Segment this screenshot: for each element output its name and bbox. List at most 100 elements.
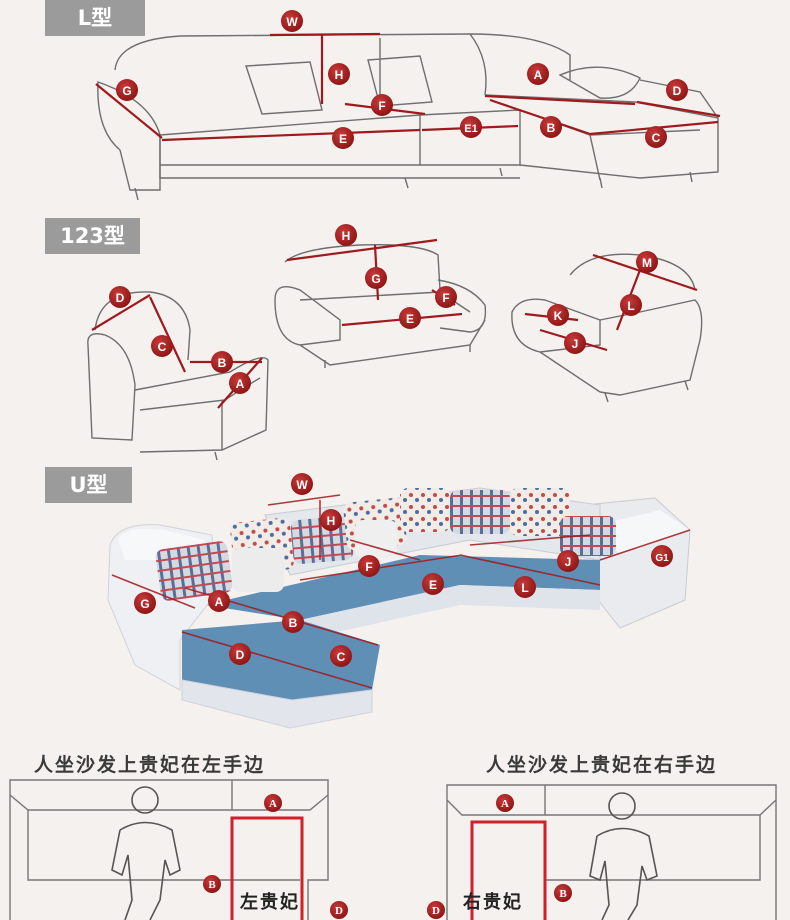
- right-chaise-markers: A B D: [427, 794, 572, 919]
- l-type-measure-lines: [95, 32, 721, 142]
- marker: B: [540, 116, 562, 138]
- svg-text:H: H: [335, 68, 344, 82]
- svg-text:B: B: [547, 121, 556, 135]
- three-seat-markers: H G F E: [335, 224, 457, 329]
- left-chaise-outline: [230, 816, 304, 920]
- marker: B: [211, 351, 233, 373]
- two-seat-sofa-sketch: [511, 253, 703, 403]
- marker: B: [282, 611, 304, 633]
- svg-text:G: G: [371, 272, 380, 286]
- section-tag-123: 123型: [45, 218, 140, 254]
- marker: D: [229, 643, 251, 665]
- svg-text:G: G: [122, 84, 131, 98]
- svg-text:A: A: [236, 377, 245, 391]
- marker: C: [330, 645, 352, 667]
- marker: G: [134, 592, 156, 614]
- svg-text:W: W: [286, 15, 298, 29]
- armchair-markers: D C B A: [109, 286, 251, 394]
- svg-text:C: C: [337, 650, 346, 664]
- marker: D: [666, 79, 688, 101]
- right-chaise-outline: [470, 820, 547, 920]
- marker: J: [564, 332, 586, 354]
- svg-text:E: E: [429, 578, 437, 592]
- seat-label-right: 右贵妃: [463, 892, 523, 913]
- svg-text:J: J: [565, 555, 572, 569]
- marker: L: [514, 576, 536, 598]
- three-seat-sofa-sketch: [274, 244, 487, 368]
- svg-text:F: F: [365, 560, 372, 574]
- svg-text:G1: G1: [655, 553, 669, 564]
- marker: F: [435, 286, 457, 308]
- caption-left-chaise: 人坐沙发上贵妃在左手边: [34, 754, 266, 776]
- svg-text:M: M: [642, 256, 652, 270]
- svg-text:A: A: [269, 798, 277, 810]
- svg-text:H: H: [342, 229, 351, 243]
- right-chaise-diagram: [446, 784, 777, 920]
- svg-text:L: L: [521, 581, 528, 595]
- marker: M: [636, 251, 658, 273]
- marker: K: [547, 304, 569, 326]
- caption-right-chaise: 人坐沙发上贵妃在右手边: [486, 754, 718, 776]
- u-type-markers: W H F E J L G1 G A B D C: [134, 473, 673, 667]
- two-seat-markers: M L K J: [547, 251, 658, 354]
- marker: G: [365, 267, 387, 289]
- marker: W: [281, 10, 303, 32]
- svg-text:W: W: [296, 478, 308, 492]
- svg-text:F: F: [378, 99, 385, 113]
- svg-text:D: D: [116, 291, 125, 305]
- svg-text:B: B: [559, 888, 567, 900]
- svg-text:E1: E1: [464, 123, 477, 135]
- svg-text:D: D: [673, 84, 682, 98]
- svg-text:F: F: [442, 291, 449, 305]
- marker: E: [332, 127, 354, 149]
- marker: J: [557, 550, 579, 572]
- left-chaise-markers: A B D: [203, 794, 348, 919]
- svg-text:E: E: [406, 312, 414, 326]
- svg-text:A: A: [534, 68, 543, 82]
- u-type-measure-lines: [111, 494, 691, 689]
- marker: E: [422, 573, 444, 595]
- marker: F: [371, 94, 393, 116]
- marker: E: [399, 307, 421, 329]
- marker: H: [328, 63, 350, 85]
- svg-text:A: A: [215, 595, 224, 609]
- svg-text:J: J: [572, 337, 579, 351]
- marker: H: [335, 224, 357, 246]
- marker: D: [427, 901, 445, 919]
- svg-text:D: D: [432, 905, 440, 917]
- marker: A: [208, 590, 230, 612]
- marker: F: [358, 555, 380, 577]
- svg-text:C: C: [158, 340, 167, 354]
- marker: L: [620, 294, 642, 316]
- svg-text:L: L: [627, 299, 634, 313]
- marker: B: [203, 875, 221, 893]
- u-type-sofa-illustration: [107, 487, 691, 729]
- svg-text:D: D: [335, 905, 343, 917]
- svg-text:E: E: [339, 132, 347, 146]
- marker: G1: [651, 545, 673, 567]
- section-tag-u: U型: [45, 467, 132, 503]
- l-type-markers: W H G F E E1 A D B C: [116, 10, 688, 149]
- svg-text:C: C: [652, 131, 661, 145]
- marker: A: [264, 794, 282, 812]
- marker: C: [645, 126, 667, 148]
- marker: H: [320, 509, 342, 531]
- section-tag-l: L型: [45, 0, 145, 36]
- marker: B: [554, 884, 572, 902]
- svg-text:B: B: [218, 356, 227, 370]
- svg-text:H: H: [327, 514, 336, 528]
- marker: D: [330, 901, 348, 919]
- marker: A: [229, 372, 251, 394]
- svg-text:G: G: [140, 597, 149, 611]
- person-icon: [589, 792, 658, 920]
- marker: C: [151, 335, 173, 357]
- seat-label-left: 左贵妃: [240, 892, 300, 913]
- svg-text:B: B: [208, 879, 216, 891]
- marker: E1: [460, 116, 482, 138]
- marker: W: [291, 473, 313, 495]
- marker: D: [109, 286, 131, 308]
- svg-text:D: D: [236, 648, 245, 662]
- svg-text:B: B: [289, 616, 298, 630]
- marker: A: [527, 63, 549, 85]
